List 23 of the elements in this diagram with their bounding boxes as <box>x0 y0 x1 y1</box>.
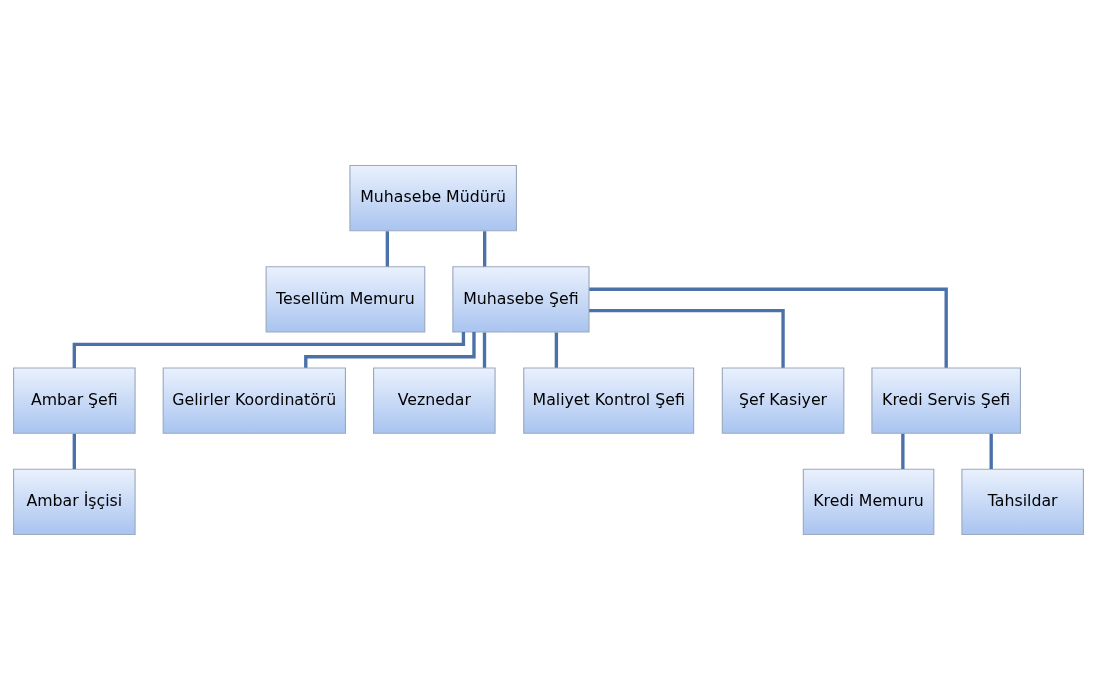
connector <box>482 332 487 368</box>
connector <box>482 231 487 267</box>
connector <box>304 332 476 368</box>
connector <box>72 433 76 469</box>
connector <box>385 231 390 267</box>
node-box: Ambar Şefi <box>13 367 136 434</box>
node-box: Veznedar <box>373 367 496 434</box>
connector <box>589 287 948 368</box>
node-box: Kredi Memuru <box>802 468 935 536</box>
connector <box>72 332 466 368</box>
connector <box>901 433 905 469</box>
node-box: Gelirler Koordinatörü <box>162 367 346 434</box>
node-box: Muhasebe Müdürü <box>349 164 517 232</box>
connector <box>589 308 785 368</box>
node-box: Kredi Servis Şefi <box>871 367 1021 434</box>
node-box: Tesellüm Memuru <box>265 266 426 333</box>
connector <box>989 433 993 469</box>
node-box: Maliyet Kontrol Şefi <box>523 367 695 434</box>
node-box: Muhasebe Şefi <box>452 266 590 333</box>
connector <box>554 332 559 368</box>
node-box: Tahsildar <box>961 468 1084 536</box>
node-box: Ambar İşçisi <box>13 468 136 536</box>
node-box: Şef Kasiyer <box>721 367 845 434</box>
